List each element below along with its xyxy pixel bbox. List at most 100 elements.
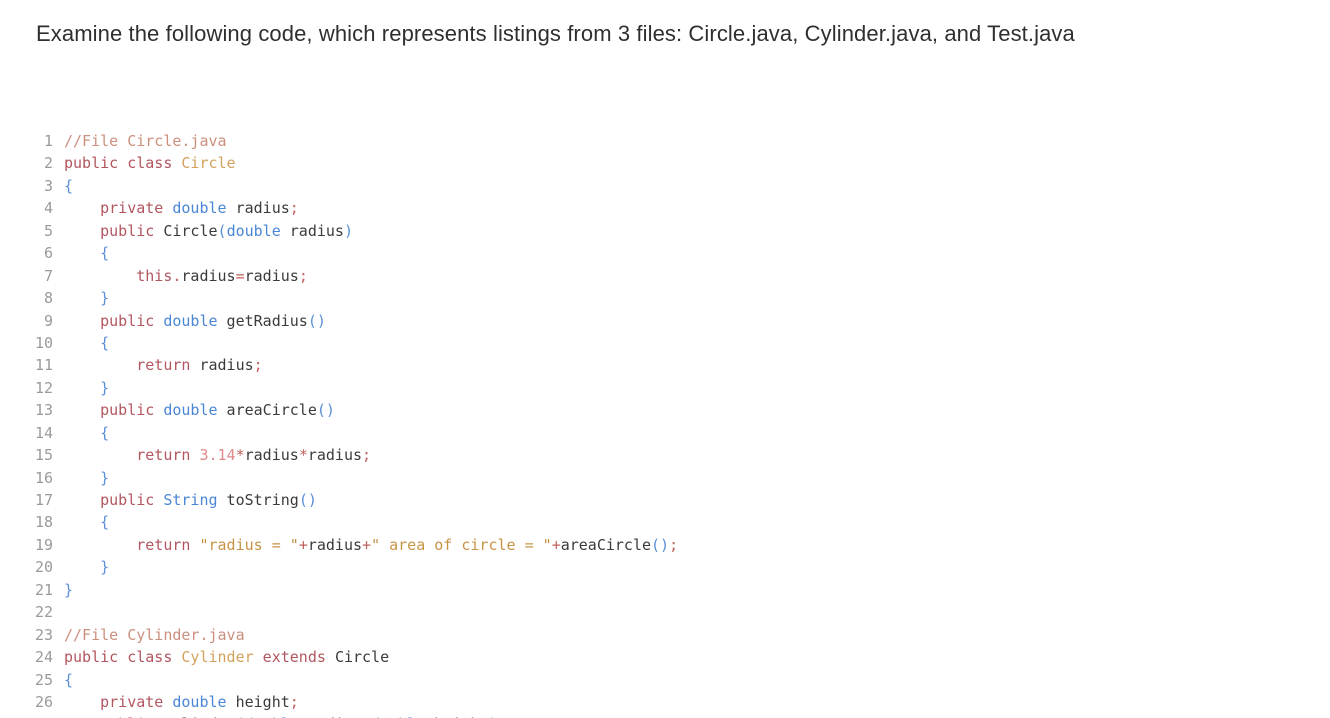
code-token: //File Cylinder.java: [64, 625, 245, 644]
code-token: }: [64, 580, 74, 599]
code-line-text: public Circle(double radius): [60, 220, 1330, 242]
code-token: +: [551, 535, 561, 554]
code-token: areaCircle: [560, 535, 652, 554]
line-number: 23: [34, 625, 53, 644]
code-token: [64, 267, 136, 285]
line-number: 11: [34, 356, 53, 375]
code-line: 18 {: [0, 511, 1330, 533]
code-line-text: return "radius = "+radius+" area of circ…: [60, 534, 1330, 556]
code-token: String: [163, 491, 218, 509]
code-token: double: [163, 401, 218, 420]
code-line: 5 public Circle(double radius): [0, 220, 1330, 242]
code-token: public: [100, 715, 163, 718]
code-token: radius: [280, 221, 344, 240]
code-token: [64, 513, 100, 531]
code-token: ;: [289, 199, 299, 218]
code-token: public: [100, 311, 164, 330]
code-token: ;: [289, 692, 299, 711]
code-token: " area of circle = ": [371, 535, 552, 554]
code-line: 12 }: [0, 377, 1330, 399]
code-token: double: [371, 715, 425, 718]
code-line-text: //File Circle.java: [60, 130, 1330, 152]
line-number: 9: [43, 311, 53, 330]
code-token: {: [100, 333, 110, 352]
code-line-text: }: [60, 287, 1330, 309]
code-token: *: [298, 446, 308, 465]
code-token: double: [245, 715, 299, 718]
line-number: 24: [34, 648, 53, 667]
code-token: (: [236, 715, 245, 718]
code-token: }: [100, 289, 110, 308]
code-line: 20 }: [0, 556, 1330, 578]
question-prompt: Examine the following code, which repres…: [36, 21, 1075, 46]
code-token: ): [488, 715, 497, 718]
code-token: radius: [307, 446, 363, 465]
code-token: Circle: [181, 154, 236, 173]
code-line-text: {: [60, 332, 1330, 354]
code-token: [64, 536, 136, 554]
code-line-text: }: [60, 467, 1330, 489]
code-token: [64, 491, 100, 509]
code-token: *: [235, 446, 245, 465]
code-line: 15 return 3.14*radius*radius;: [0, 444, 1330, 466]
code-line: 21}: [0, 579, 1330, 601]
line-number: 15: [34, 446, 53, 465]
code-line-text: public double getRadius(): [60, 310, 1330, 332]
line-number: 22: [34, 603, 53, 622]
code-token: [64, 312, 100, 330]
code-token: Cylinder: [181, 648, 254, 667]
code-line: 23 //File Cylinder.java: [0, 624, 1330, 646]
code-line-text: public String toString(): [60, 489, 1330, 511]
code-token: +: [298, 535, 308, 554]
code-token: //File Circle.java: [64, 132, 227, 150]
line-number: 21: [34, 580, 53, 599]
code-token: ;: [298, 266, 308, 285]
code-line: 17 public String toString(): [0, 489, 1330, 511]
code-token: (): [651, 535, 670, 554]
code-token: {: [100, 423, 110, 442]
code-line: 25{: [0, 669, 1330, 691]
line-number: 8: [43, 289, 53, 308]
code-token: .: [172, 266, 182, 285]
code-token: return: [136, 356, 191, 375]
code-token: Circle: [334, 648, 390, 667]
code-token: radius: [299, 715, 362, 718]
code-token: }: [100, 558, 110, 577]
code-token: [64, 356, 136, 374]
code-token: toString: [217, 491, 299, 509]
code-token: [64, 379, 100, 397]
code-token: [64, 424, 100, 442]
code-token: [64, 334, 100, 352]
code-token: [64, 446, 136, 464]
code-token: 3.14: [199, 446, 236, 465]
code-line: 13 public double areaCircle(): [0, 399, 1330, 421]
code-token: radius: [244, 266, 299, 285]
code-line: 27 public Cylinder(double radius,double …: [0, 713, 1330, 718]
code-line: 7 this.radius=radius;: [0, 265, 1330, 287]
code-token: getRadius: [217, 311, 308, 330]
code-token: private: [100, 692, 173, 711]
code-token: double: [172, 199, 227, 218]
code-line-text: public class Circle: [60, 152, 1330, 174]
code-token: radius: [244, 446, 299, 465]
code-token: [64, 289, 100, 307]
code-line-text: {: [60, 175, 1330, 197]
code-line-text: public Cylinder(double radius,double hei…: [60, 713, 1330, 718]
code-token: {: [64, 670, 74, 689]
code-token: [64, 401, 100, 419]
code-line: 6 {: [0, 242, 1330, 264]
code-token: {: [100, 513, 110, 532]
code-token: public: [100, 401, 164, 420]
code-token: }: [100, 468, 110, 487]
code-line: 1//File Circle.java: [0, 130, 1330, 152]
line-number: 5: [43, 221, 53, 240]
line-number: 20: [34, 558, 53, 577]
code-token: radius: [226, 199, 290, 218]
line-number: 18: [34, 513, 53, 532]
code-token: "radius = ": [199, 535, 299, 554]
code-line: 19 return "radius = "+radius+" area of c…: [0, 534, 1330, 556]
code-token: public class: [64, 154, 182, 173]
code-token: height: [226, 692, 290, 711]
